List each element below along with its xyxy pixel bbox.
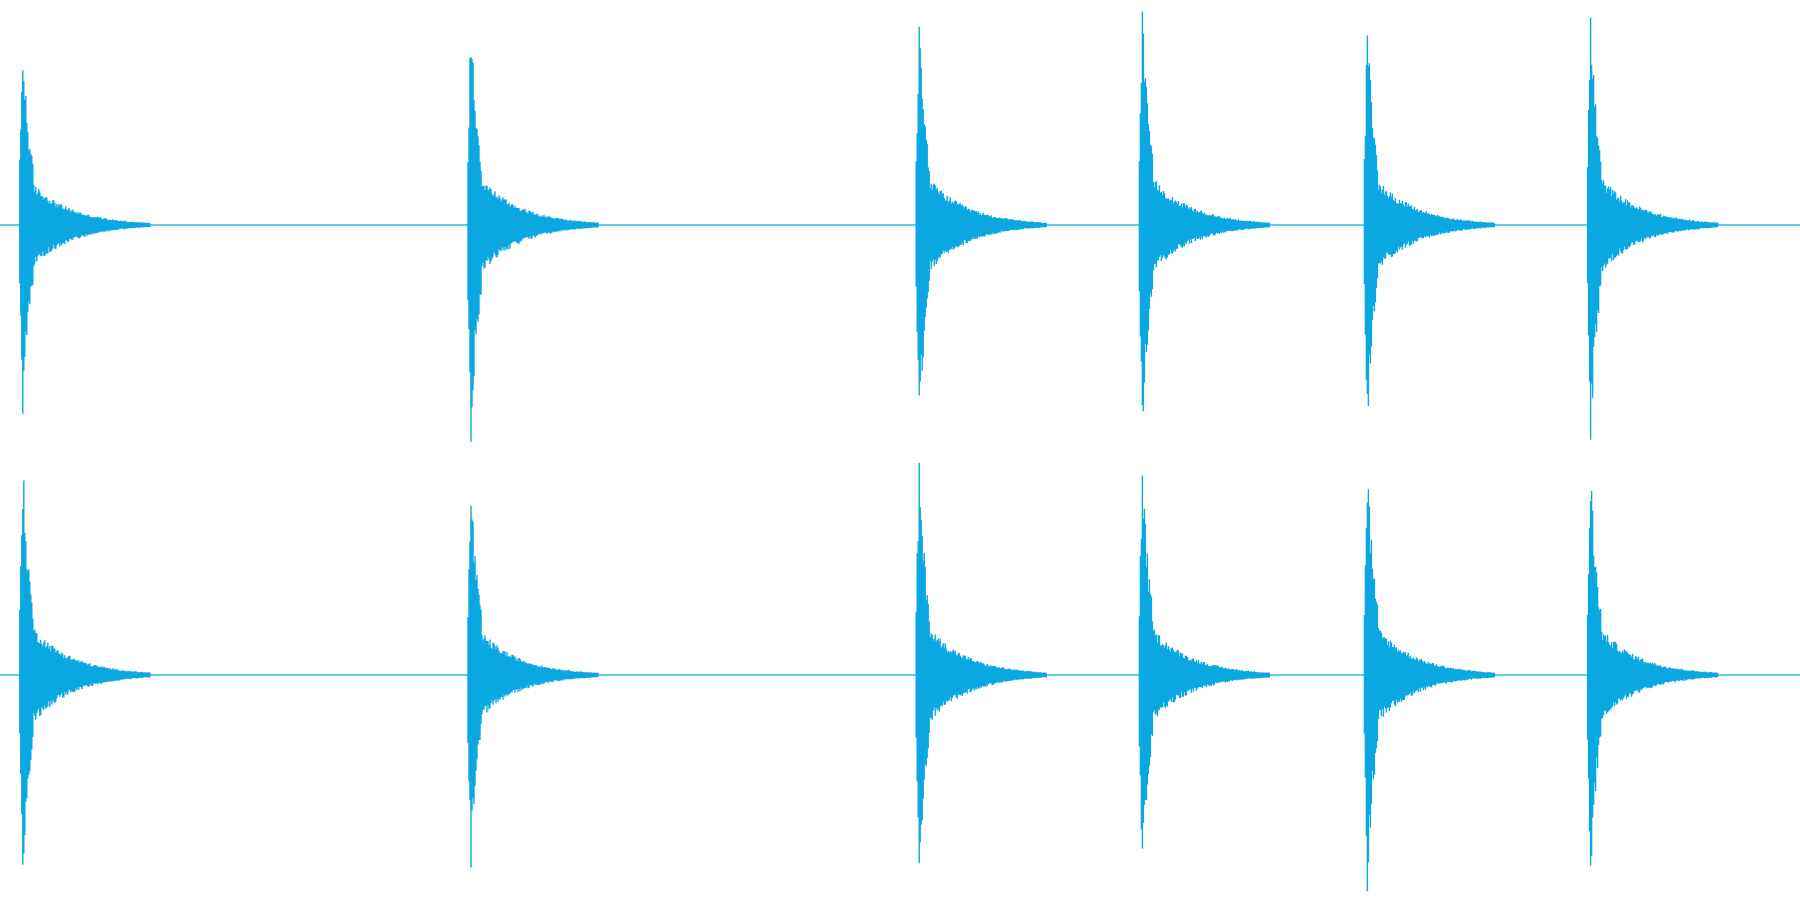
waveform-transient-1 bbox=[19, 480, 151, 865]
waveform-channel-1 bbox=[0, 11, 1800, 442]
waveform-transient-4 bbox=[1138, 475, 1271, 849]
waveform-transient-2 bbox=[467, 57, 599, 442]
waveform-transient-3 bbox=[915, 26, 1047, 396]
waveform-transient-2 bbox=[467, 505, 599, 868]
waveform-transient-3 bbox=[915, 462, 1047, 864]
waveform-channel-2 bbox=[0, 462, 1800, 892]
waveform-transient-1 bbox=[19, 70, 151, 414]
waveform-transient-5 bbox=[1363, 489, 1496, 892]
waveform-transient-4 bbox=[1138, 11, 1271, 412]
waveform-transient-5 bbox=[1363, 35, 1496, 406]
waveform-transient-6 bbox=[1586, 490, 1719, 866]
waveform-transient-6 bbox=[1586, 17, 1719, 440]
